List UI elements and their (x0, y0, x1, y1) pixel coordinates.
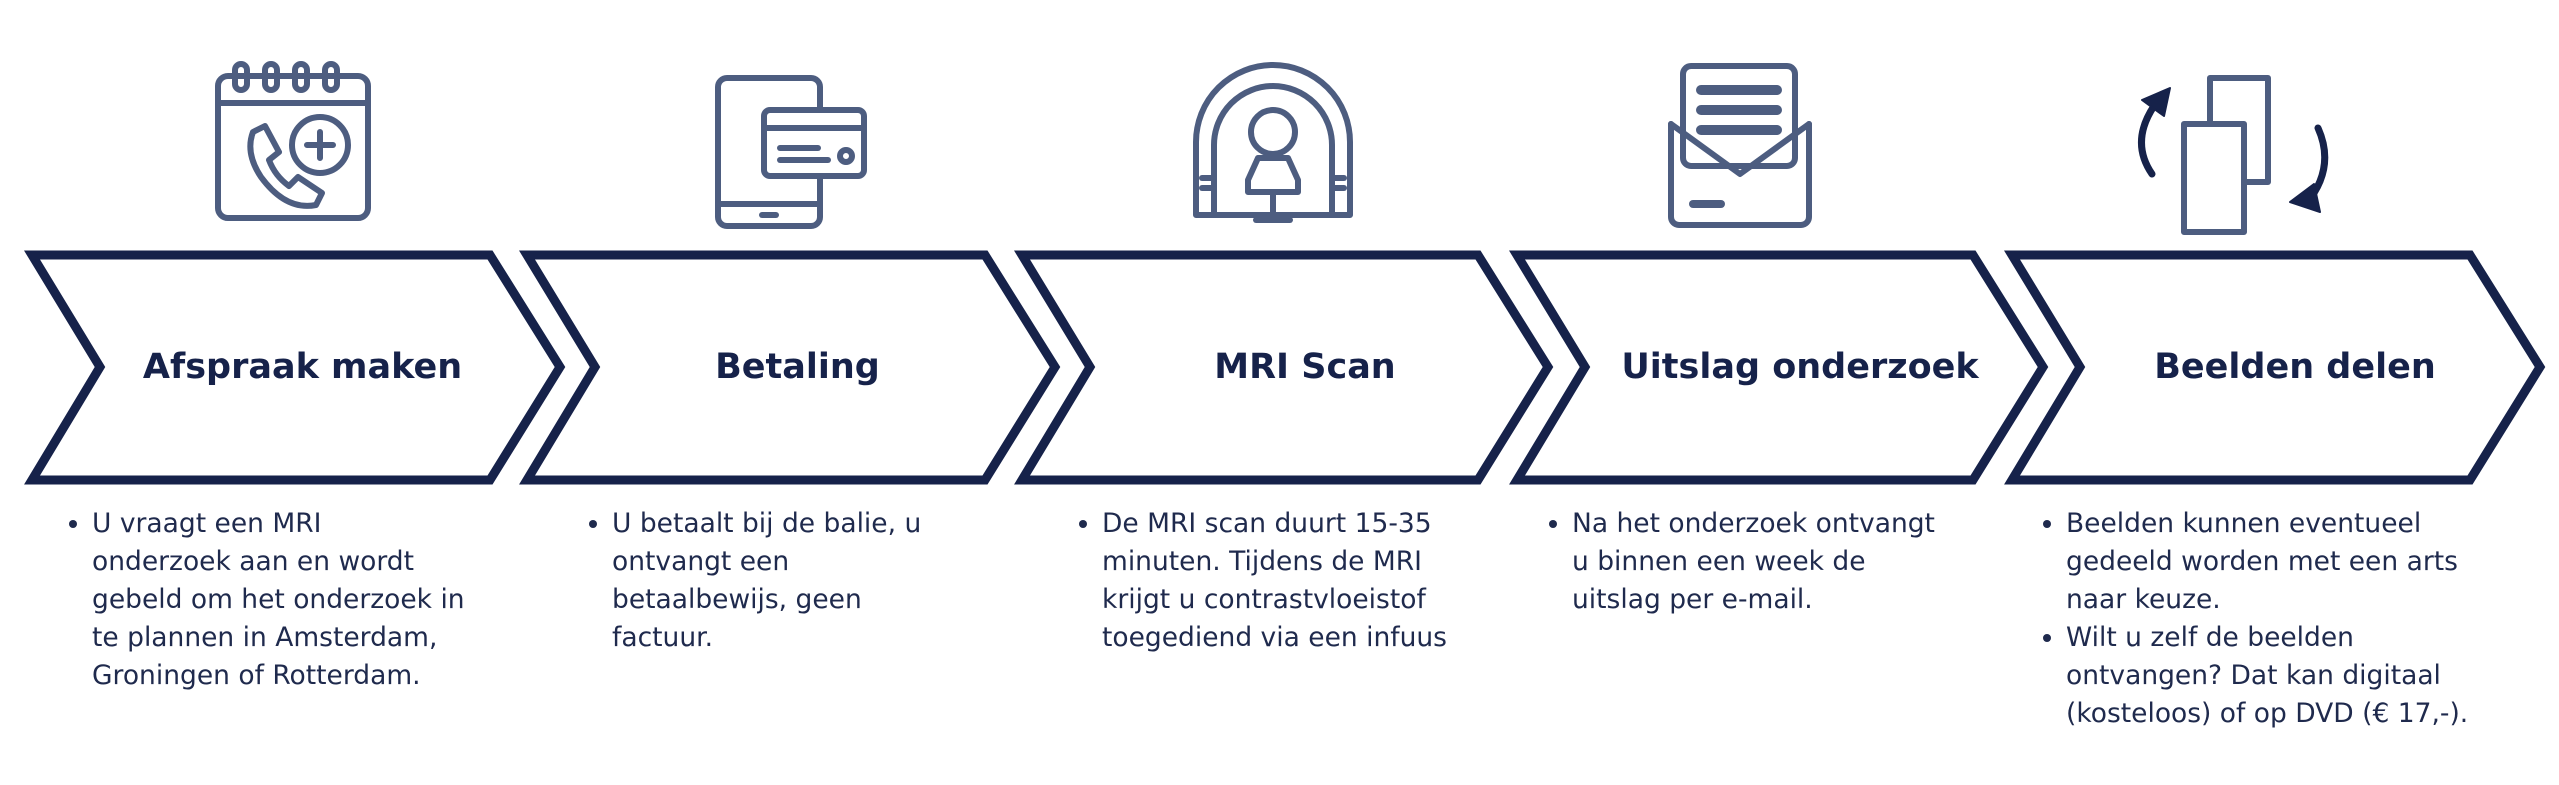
step-title: Beelden delen (2154, 347, 2436, 387)
chevron-shape-2 (519, 250, 1061, 485)
step-title: Betaling (715, 347, 880, 387)
bullet-list: U vraagt een MRI onderzoek aan en wordt … (64, 505, 504, 695)
chevron-shape-1 (24, 250, 566, 485)
step-description: Beelden kunnen eventueel gedeeld worden … (2038, 505, 2538, 733)
step-description: U betaalt bij de balie, u ontvangt een b… (584, 505, 1004, 657)
bullet-list: De MRI scan duurt 15-35 minuten. Tijdens… (1074, 505, 1514, 657)
mri-scanner-icon (1188, 60, 1358, 230)
bullet-list: Na het onderzoek ontvangt u binnen een w… (1544, 505, 1984, 619)
tablet-creditcard-icon (710, 72, 870, 232)
list-item: U vraagt een MRI onderzoek aan en wordt … (92, 505, 504, 695)
list-item: Wilt u zelf de beelden ontvangen? Dat ka… (2066, 619, 2538, 733)
step-title: Uitslag onderzoek (1621, 347, 1979, 387)
step-title: MRI Scan (1214, 347, 1396, 387)
bullet-list: Beelden kunnen eventueel gedeeld worden … (2038, 505, 2538, 733)
envelope-letter-icon (1665, 62, 1815, 232)
step-description: De MRI scan duurt 15-35 minuten. Tijdens… (1074, 505, 1514, 657)
list-item: U betaalt bij de balie, u ontvangt een b… (612, 505, 1004, 657)
chevron-shape-4 (1509, 250, 2049, 485)
step-description: U vraagt een MRI onderzoek aan en wordt … (64, 505, 504, 695)
chevron-shape-3 (1014, 250, 1554, 485)
list-item: De MRI scan duurt 15-35 minuten. Tijdens… (1102, 505, 1514, 657)
bullet-list: U betaalt bij de balie, u ontvangt een b… (584, 505, 1004, 657)
calendar-phone-plus-icon (208, 58, 378, 228)
list-item: Na het onderzoek ontvangt u binnen een w… (1572, 505, 1984, 619)
step-description: Na het onderzoek ontvangt u binnen een w… (1544, 505, 1984, 619)
step-title: Afspraak maken (142, 347, 463, 387)
share-documents-icon (2122, 72, 2342, 238)
chevron-shape-5 (2004, 250, 2546, 485)
list-item: Beelden kunnen eventueel gedeeld worden … (2066, 505, 2538, 619)
